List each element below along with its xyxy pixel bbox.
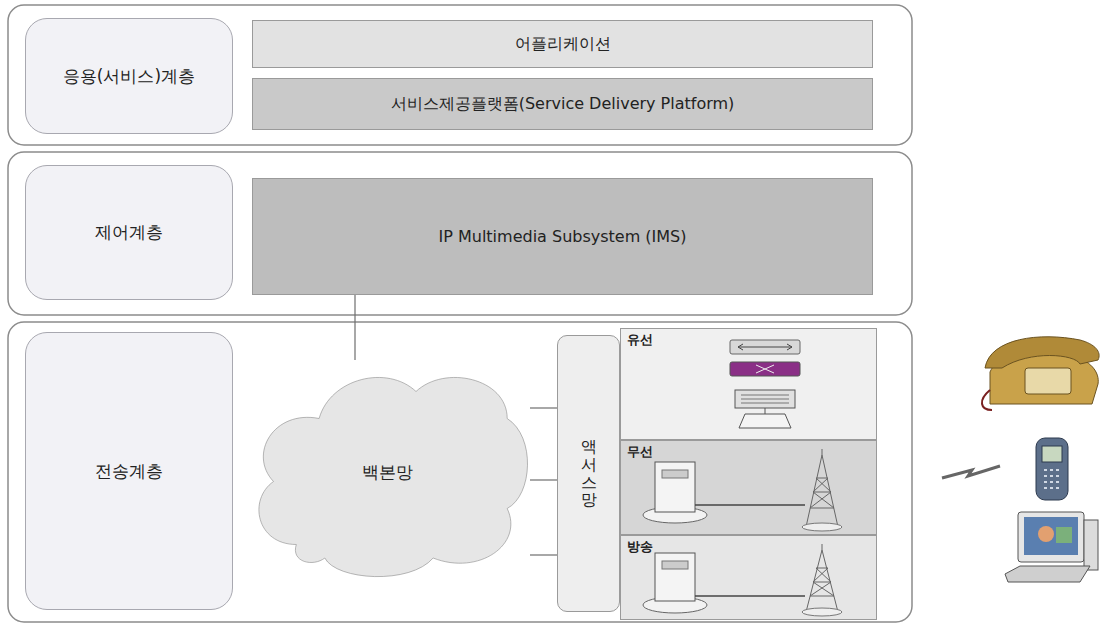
- node-text: 액서스망: [581, 438, 597, 508]
- signal-zigzag: [942, 466, 1000, 478]
- broadcast-equipment-part: [806, 544, 838, 612]
- pc-icon: [1005, 512, 1098, 582]
- panel-ground-part: [620, 328, 877, 440]
- panel-label: 방송: [627, 538, 653, 556]
- pc-icon-part: [1018, 512, 1084, 562]
- node-text: 제어계층: [95, 221, 163, 244]
- backbone-cloud: 백본망: [245, 360, 530, 585]
- node-text: 서비스제공플랫폼(Service Delivery Platform): [391, 94, 735, 115]
- layer-band-part: [8, 5, 912, 145]
- wired-equipment-part: [756, 365, 774, 373]
- wired-equipment-part: [738, 344, 792, 350]
- mobile-icon-part: [1044, 470, 1060, 488]
- layer-label: 제어계층: [25, 165, 233, 300]
- panel-ground-part: [620, 535, 877, 620]
- telephone-icon: [982, 337, 1099, 410]
- broadcast-equipment-part: [655, 553, 695, 601]
- pc-icon-part: [1038, 526, 1054, 542]
- wired-panel: 유선: [620, 328, 877, 440]
- wired-equipment-part: [739, 414, 791, 428]
- mobile-icon-part: [1036, 438, 1068, 500]
- node-text: 응용(서비스)계층: [63, 65, 195, 88]
- layer-band: [8, 5, 912, 622]
- cloud-shape: [259, 377, 528, 576]
- wired-equipment: [730, 340, 800, 428]
- connector-line: [354, 295, 355, 360]
- pc-icon-part: [1056, 527, 1072, 543]
- layer-label: 응용(서비스)계층: [25, 18, 233, 134]
- broadcast-equipment-part: [662, 561, 688, 569]
- wireless-equipment-part: [806, 449, 838, 527]
- wired-equipment-part: [741, 395, 789, 403]
- node-text: 백본망: [362, 461, 413, 484]
- telephone-icon-part: [1025, 368, 1071, 394]
- panel-label: 무선: [627, 443, 653, 461]
- broadcast-equipment: [643, 544, 842, 616]
- mobile-icon: [1036, 438, 1068, 500]
- panel-ground: [620, 328, 877, 620]
- wireless-equipment-part: [662, 470, 688, 478]
- layer-band-part: [8, 322, 912, 622]
- mobile-icon-part: [1042, 446, 1062, 462]
- node-text: 어플리케이션: [515, 34, 611, 55]
- panel-label: 유선: [627, 331, 653, 349]
- ims-bar: IP Multimedia Subsystem (IMS): [252, 178, 873, 295]
- application-bar: 어플리케이션: [252, 20, 873, 68]
- wired-equipment-part: [735, 390, 795, 408]
- telephone-icon-part: [985, 337, 1099, 368]
- broadcast-panel: 방송: [620, 535, 877, 620]
- connector-line: [530, 407, 557, 408]
- layer-band-part: [8, 152, 912, 315]
- broadcast-equipment-part: [802, 608, 842, 616]
- telephone-icon-part: [982, 390, 992, 410]
- wireless-panel: 무선: [620, 440, 877, 535]
- pc-icon-part: [1084, 520, 1098, 570]
- connector-line: [530, 554, 557, 555]
- platform-bar: 서비스제공플랫폼(Service Delivery Platform): [252, 78, 873, 130]
- broadcast-equipment-part: [695, 595, 805, 597]
- node-text: 전송계층: [95, 460, 163, 483]
- access-bar: 액서스망: [557, 335, 620, 612]
- pc-icon-part: [1005, 566, 1090, 582]
- layer-label: 전송계층: [25, 332, 233, 610]
- wireless-equipment-part: [802, 523, 842, 531]
- connector-line: [530, 479, 557, 480]
- wireless-equipment: [643, 449, 842, 531]
- wired-equipment-part: [765, 408, 766, 414]
- wired-equipment-part: [730, 340, 800, 354]
- wireless-equipment-part: [695, 504, 805, 506]
- pc-icon-part: [1024, 517, 1078, 555]
- wired-equipment-part: [730, 362, 800, 376]
- signal-zigzag-part: [942, 466, 1000, 478]
- node-text: IP Multimedia Subsystem (IMS): [438, 227, 686, 246]
- wireless-equipment-part: [655, 462, 695, 512]
- panel-ground-part: [620, 440, 877, 535]
